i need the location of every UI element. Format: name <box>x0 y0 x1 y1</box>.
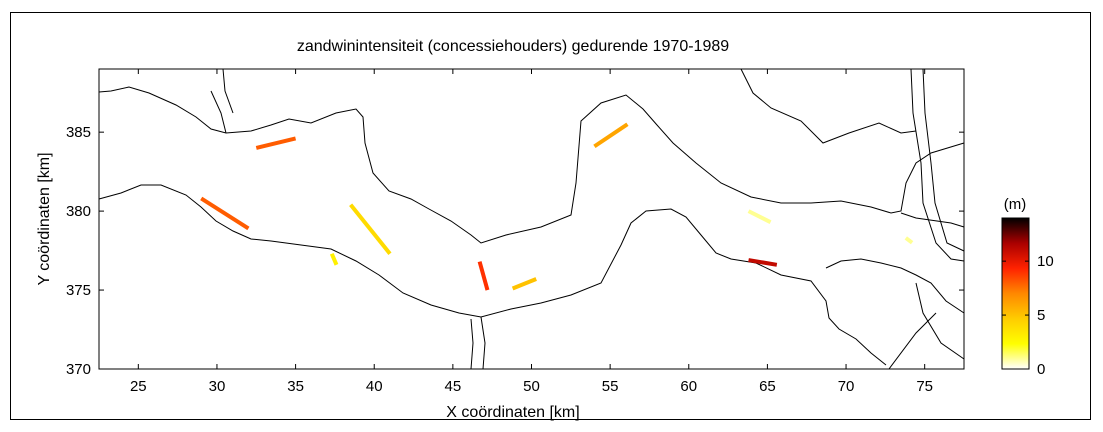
colorbar-tick-label: 10 <box>1037 253 1054 270</box>
x-tick-label: 50 <box>523 378 540 395</box>
coastline-segment <box>900 212 965 228</box>
y-tick-label: 380 <box>66 203 91 220</box>
x-tick-label: 25 <box>130 378 147 395</box>
y-tick-label: 370 <box>66 361 91 378</box>
coastline-segment <box>210 90 227 134</box>
x-tick-label: 70 <box>838 378 855 395</box>
coastline-segment <box>222 68 234 114</box>
colorbar <box>1001 217 1030 370</box>
colorbar-ticks: 0 5 10 <box>1002 253 1054 378</box>
extraction-area <box>200 196 250 231</box>
x-axis: 25 30 35 40 45 50 55 60 65 70 75 <box>130 69 933 395</box>
coastline-segment <box>825 258 965 314</box>
x-tick-label: 60 <box>680 378 697 395</box>
figure-frame: zandwinintensiteit (concessiehouders) ge… <box>10 12 1091 421</box>
extraction-area <box>904 236 914 245</box>
y-axis-label: Y coördinaten [km] <box>36 152 53 285</box>
coastline-segment <box>740 68 917 144</box>
x-tick-label: 40 <box>366 378 383 395</box>
x-tick-label: 45 <box>445 378 462 395</box>
extraction-areas <box>200 122 914 291</box>
x-tick-label: 55 <box>602 378 619 395</box>
extraction-area <box>747 209 772 224</box>
x-tick-label: 35 <box>287 378 304 395</box>
coastline-segment <box>480 316 486 370</box>
y-axis: 370 375 380 385 <box>66 124 964 378</box>
extraction-area <box>511 277 537 291</box>
chart-canvas: zandwinintensiteit (concessiehouders) ge… <box>36 38 1054 421</box>
x-tick-label: 75 <box>916 378 933 395</box>
coastline-segment <box>910 68 965 262</box>
coastline-segment <box>888 312 937 370</box>
chart-title: zandwinintensiteit (concessiehouders) ge… <box>297 38 729 55</box>
x-tick-label: 65 <box>759 378 776 395</box>
extraction-area <box>349 203 392 255</box>
x-tick-label: 30 <box>209 378 226 395</box>
coastline-map <box>98 68 965 370</box>
coastline-segment <box>98 184 887 366</box>
colorbar-tick-label: 0 <box>1037 361 1045 378</box>
extraction-area <box>329 252 339 266</box>
x-axis-label: X coördinaten [km] <box>446 404 579 421</box>
coastline-segment <box>915 282 965 360</box>
coastline-segment <box>98 86 965 244</box>
colorbar-tick-label: 5 <box>1037 307 1045 324</box>
coastline-segment <box>922 68 965 252</box>
coastline-segment <box>470 318 474 370</box>
y-tick-label: 375 <box>66 282 91 299</box>
extraction-area <box>593 122 629 149</box>
extraction-area <box>477 261 490 291</box>
colorbar-label: (m) <box>1004 196 1027 213</box>
y-tick-label: 385 <box>66 124 91 141</box>
extraction-area <box>255 136 297 150</box>
extraction-area <box>748 258 778 267</box>
